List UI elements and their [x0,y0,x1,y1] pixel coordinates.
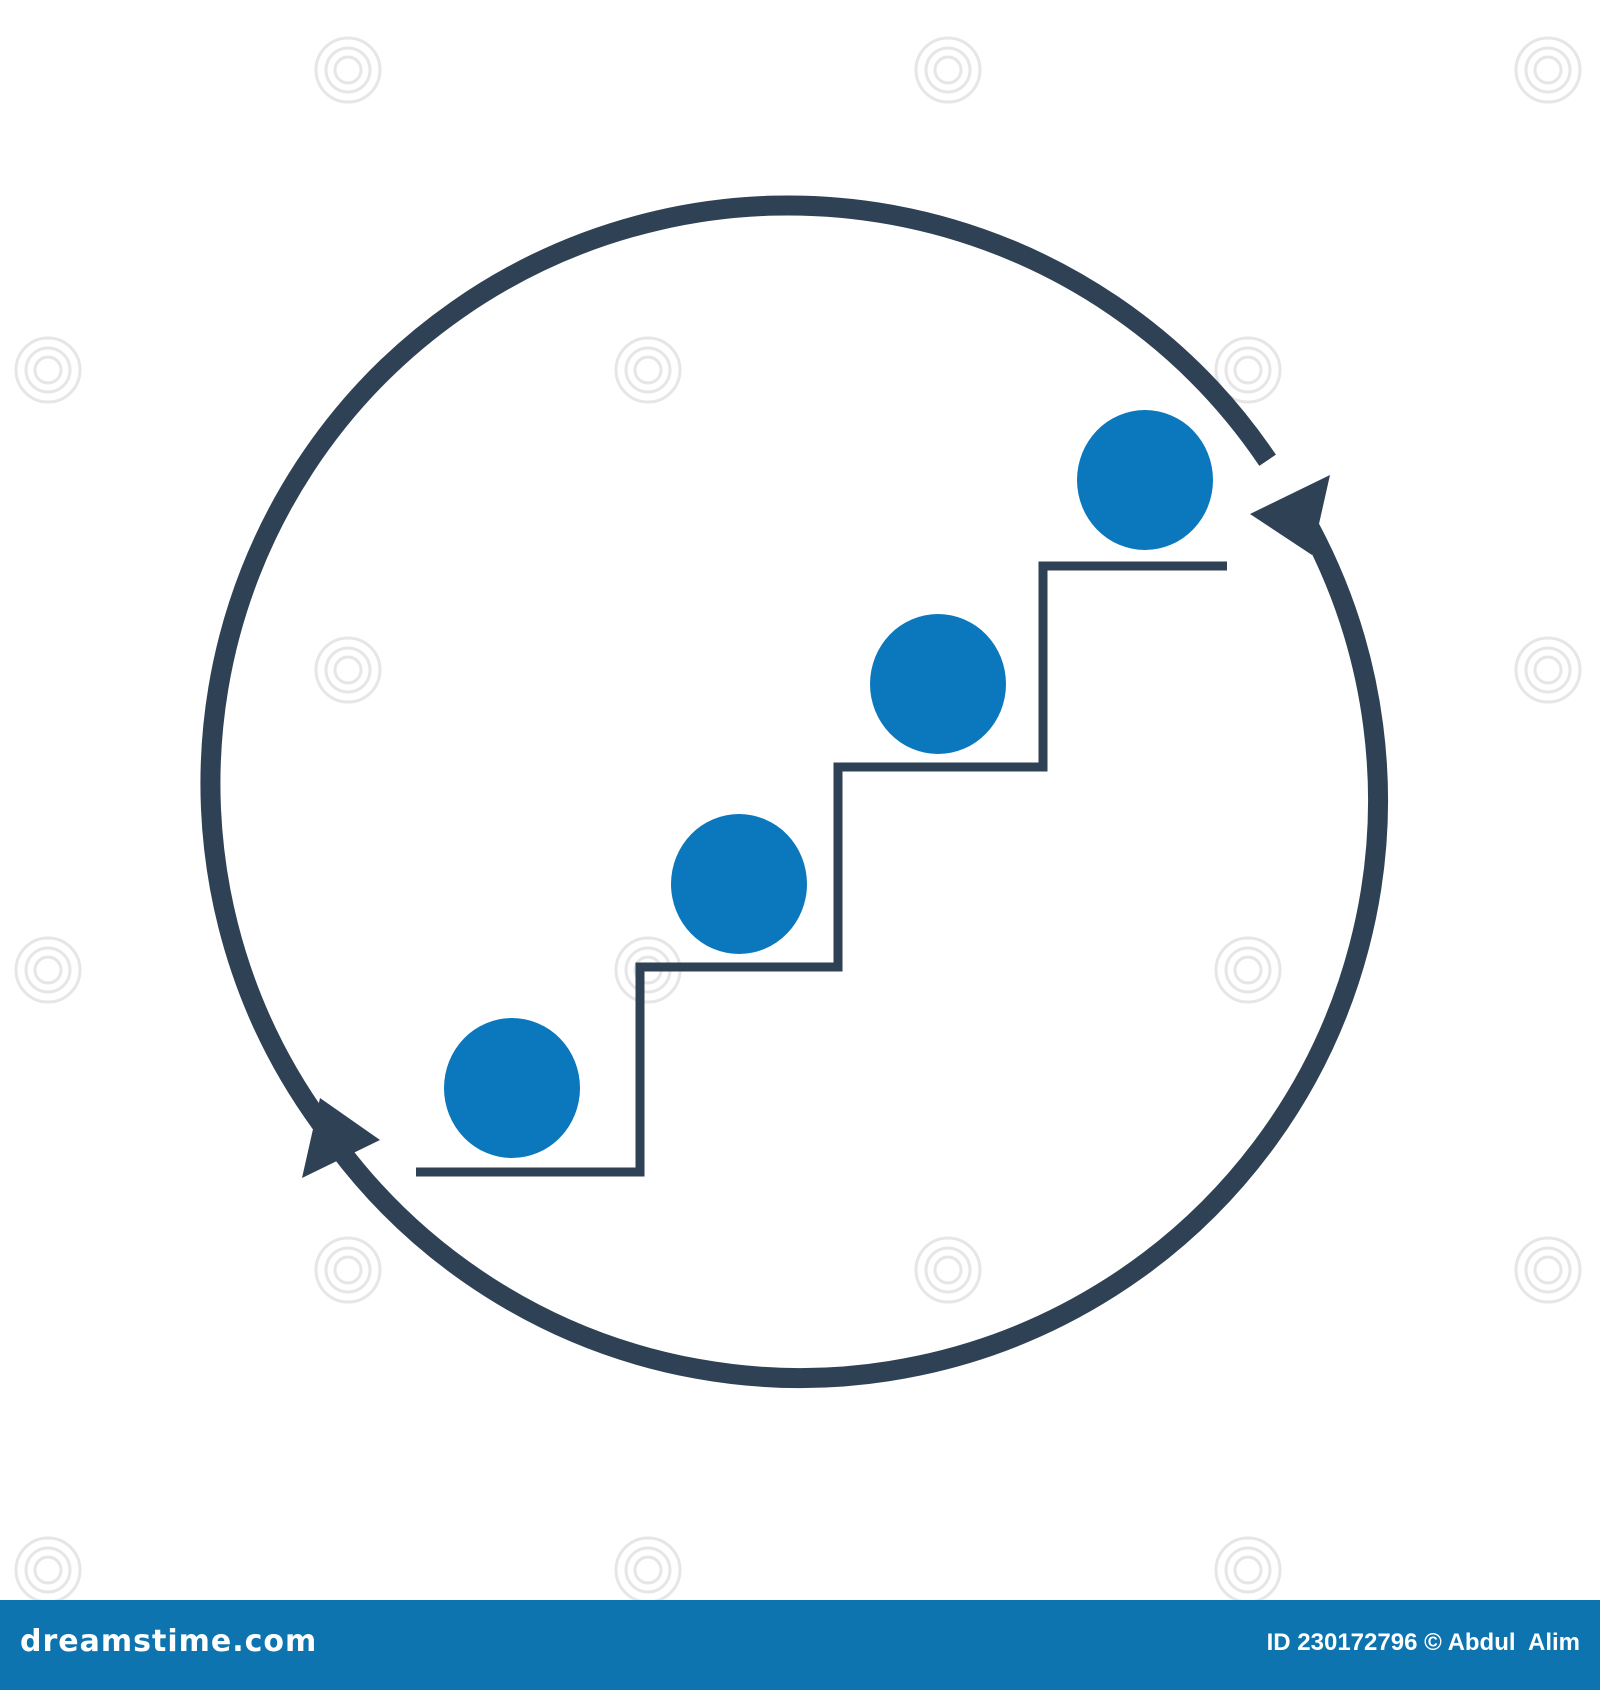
step-dots [444,410,1213,1158]
watermark-layer [14,36,1582,1600]
cycle-ring-upper-arc [200,195,1276,1130]
staircase-icon [416,561,1227,1177]
spiral-watermark-icon [314,36,382,104]
spiral-watermark-icon [14,1536,82,1600]
spiral-watermark-icon [14,336,82,404]
brand-logo: dreamstime.com [20,1624,318,1659]
spiral-watermark-icon [14,936,82,1004]
spiral-watermark-icon [614,1536,682,1600]
arrow-head-bottom-left-icon [302,1098,380,1178]
spiral-watermark-icon [1514,1236,1582,1304]
footer-bar: dreamstime.com ID 230172796 © Abdul Alim [0,1600,1600,1690]
spiral-watermark-icon [314,636,382,704]
id-label: ID [1266,1629,1291,1656]
spiral-watermark-icon [1514,36,1582,104]
step-dot-2 [671,814,807,954]
author-name: Abdul Alim [1447,1629,1580,1656]
step-dot-1 [444,1018,580,1158]
spiral-watermark-icon [1514,636,1582,704]
step-dot-4 [1077,410,1213,550]
image-credit: ID 230172796 © Abdul Alim [1267,1626,1580,1660]
spiral-watermark-icon [914,36,982,104]
arrow-head-top-right-icon [1250,475,1330,555]
spiral-watermark-icon [1214,936,1282,1004]
spiral-watermark-icon [614,336,682,404]
spiral-watermark-icon [1214,336,1282,404]
spiral-watermark-icon [314,1236,382,1304]
copyright-icon: © [1424,1629,1442,1656]
staircase-cycle-illustration [14,36,1582,1600]
spiral-watermark-icon [914,1236,982,1304]
step-dot-3 [870,614,1006,754]
id-value: 230172796 [1297,1629,1418,1656]
cycle-ring-lower-arc [330,523,1388,1388]
spiral-watermark-icon [1214,1536,1282,1600]
